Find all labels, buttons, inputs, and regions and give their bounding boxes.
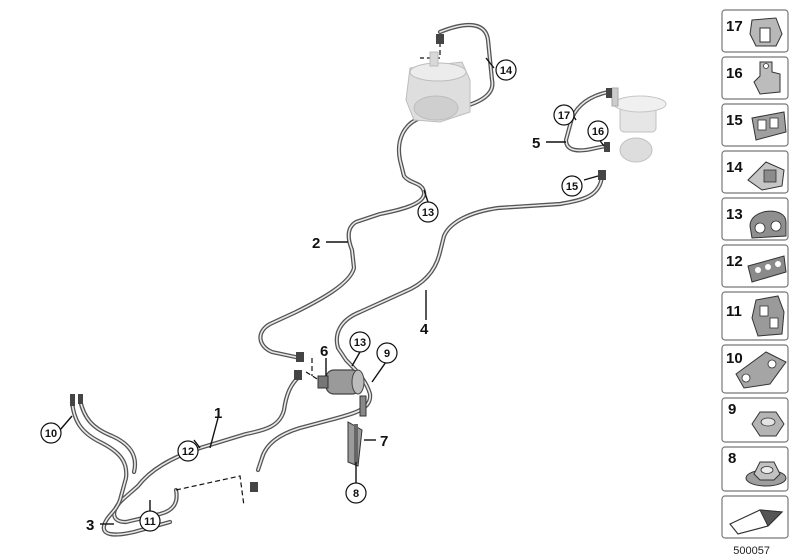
clip-13-icon (749, 210, 787, 239)
callout-14: 14 (495, 59, 517, 81)
dashed-link (175, 475, 245, 507)
clip-15-icon (751, 111, 787, 141)
sidebar-item-14[interactable]: 14 (721, 150, 789, 194)
callout-13-lower: 13 (349, 331, 371, 353)
svg-text:8: 8 (728, 450, 736, 467)
label-6: 6 (320, 343, 328, 360)
svg-text:12: 12 (726, 253, 743, 270)
clip-16-icon (753, 61, 781, 95)
svg-text:8: 8 (353, 488, 359, 500)
sidebar-item-15[interactable]: 15 (721, 103, 789, 147)
svg-text:13: 13 (422, 207, 434, 219)
sidebar-item-9[interactable]: 9 (721, 397, 789, 443)
label-5: 5 (532, 135, 540, 152)
svg-text:12: 12 (182, 446, 194, 458)
sidebar-item-10[interactable]: 10 (721, 344, 789, 394)
label-3: 3 (86, 517, 94, 534)
sidebar-item-12[interactable]: 12 (721, 244, 789, 288)
svg-text:15: 15 (726, 112, 743, 129)
sidebar-item-8[interactable]: 8 (721, 446, 789, 492)
circled-callouts: 8 9 10 11 12 13 13 14 (40, 59, 609, 532)
svg-text:14: 14 (726, 159, 743, 176)
svg-text:14: 14 (500, 65, 513, 77)
callout-8: 8 (345, 482, 367, 504)
sidebar-item-11[interactable]: 11 (721, 291, 789, 341)
svg-text:13: 13 (354, 337, 366, 349)
svg-text:13: 13 (726, 206, 743, 223)
svg-text:11: 11 (144, 516, 156, 528)
svg-text:16: 16 (592, 126, 604, 138)
svg-text:10: 10 (726, 350, 743, 367)
sidebar-direction[interactable] (721, 495, 789, 539)
dashed-link (305, 371, 323, 383)
leader-lines (59, 57, 605, 525)
parts-sidebar: 17 16 15 14 (721, 9, 789, 539)
sidebar-item-16[interactable]: 16 (721, 56, 789, 100)
nut-9-icon (751, 411, 785, 437)
fuel-tank-module (405, 51, 471, 123)
connectors (70, 34, 612, 492)
callout-13-upper: 13 (417, 201, 439, 223)
label-4: 4 (420, 321, 429, 338)
callout-16: 16 (587, 120, 609, 142)
fuel-pump (611, 87, 667, 163)
fuel-lines (69, 23, 611, 537)
callout-17: 17 (553, 104, 575, 126)
label-2: 2 (312, 235, 320, 252)
svg-text:17: 17 (726, 18, 743, 35)
label-1: 1 (214, 405, 222, 422)
bracket (347, 421, 363, 467)
document-id: 500057 (733, 545, 770, 557)
clip-11-icon (751, 295, 785, 337)
clip-17-icon (749, 17, 783, 47)
svg-text:9: 9 (728, 401, 736, 418)
flange-nut-8-icon (745, 461, 787, 487)
fuel-filter (317, 369, 367, 417)
arrow-icon (729, 509, 784, 535)
svg-text:10: 10 (45, 428, 57, 440)
label-7: 7 (380, 433, 388, 450)
callout-11: 11 (139, 510, 161, 532)
svg-text:16: 16 (726, 65, 743, 82)
clip-10-icon (735, 351, 787, 389)
callout-9: 9 (376, 342, 398, 364)
callout-10: 10 (40, 422, 62, 444)
svg-text:9: 9 (384, 348, 390, 360)
clip-14-icon (747, 161, 785, 191)
callout-15: 15 (561, 175, 583, 197)
svg-text:17: 17 (558, 110, 570, 122)
callout-12: 12 (177, 440, 199, 462)
clip-12-icon (747, 255, 787, 283)
sidebar-item-17[interactable]: 17 (721, 9, 789, 53)
svg-text:15: 15 (566, 181, 578, 193)
svg-text:11: 11 (726, 303, 742, 320)
fuel-line-1 (112, 373, 303, 525)
part-labels: 1 2 3 4 5 6 7 (86, 135, 540, 534)
sidebar-item-13[interactable]: 13 (721, 197, 789, 241)
